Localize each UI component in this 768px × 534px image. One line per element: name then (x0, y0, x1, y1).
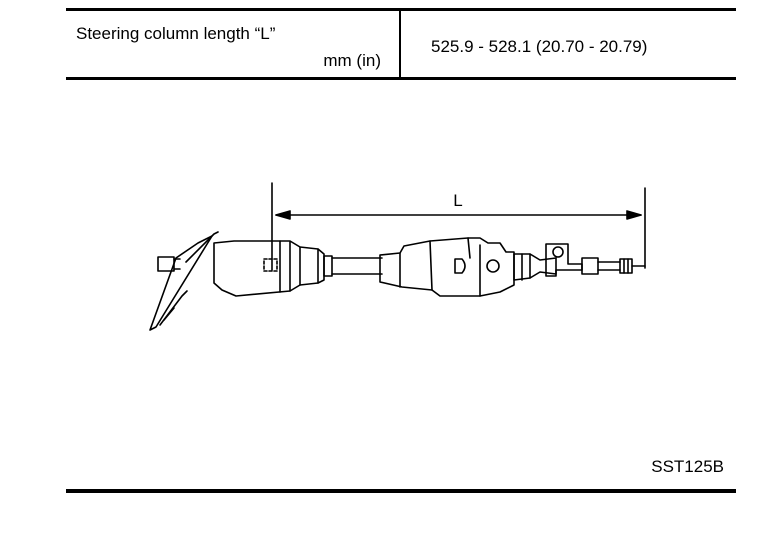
joint-pin (486, 259, 500, 273)
dimension-arrow-left (275, 210, 291, 220)
dimension-arrow-right (626, 210, 642, 220)
upper-housing (213, 240, 325, 297)
lower-spline (619, 258, 633, 274)
dimension-label: L (453, 191, 462, 210)
clamp-bolt (552, 246, 564, 258)
housing-bolt (263, 258, 278, 272)
clamp-bracket (545, 243, 583, 277)
lower-tube-marker (454, 258, 466, 274)
bottom-rule (66, 489, 736, 493)
spec-unit: mm (in) (323, 51, 381, 70)
spec-label-cell: Steering column length “L” mm (in) (66, 11, 401, 77)
spec-table: Steering column length “L” mm (in) 525.9… (66, 8, 736, 80)
spec-value: 525.9 - 528.1 (20.70 - 20.79) (431, 37, 648, 56)
spec-value-cell: 525.9 - 528.1 (20.70 - 20.79) (401, 11, 736, 77)
mounting-bracket (149, 235, 213, 331)
figure-code: SST125B (651, 457, 724, 476)
lower-tube (379, 237, 515, 297)
spec-label: Steering column length “L” (76, 24, 276, 43)
